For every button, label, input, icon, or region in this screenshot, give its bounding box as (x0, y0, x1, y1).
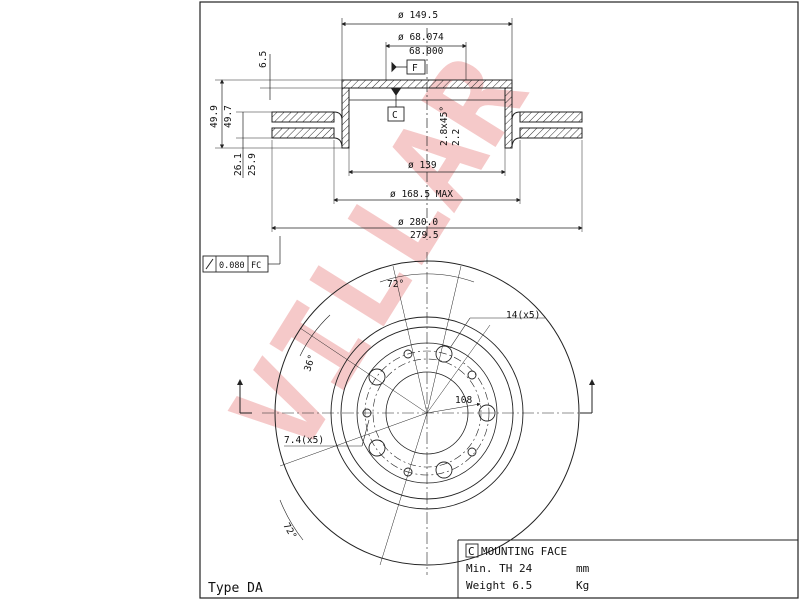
datum-c-label: C (392, 110, 398, 121)
tolerance-ref: FC (251, 261, 261, 271)
legend-min-th-unit: mm (576, 562, 590, 575)
drawing-frame (199, 1, 799, 599)
dim-height-small: 6.5 (258, 51, 269, 68)
type-label: Type DA (208, 581, 263, 596)
front-view (237, 252, 595, 575)
dim-139: ø 139 (408, 160, 437, 171)
legend-block: C MOUNTING FACE Min. TH 24 mm Weight 6.5… (457, 539, 798, 598)
angle-bottom-label: 72° (280, 521, 298, 541)
holes-small-label: 7.4(x5) (284, 435, 324, 446)
dim-hub-2: 68.000 (409, 46, 444, 57)
dim-disc-1: ø 280.0 (398, 217, 438, 228)
dim-chamfer-b: 2.2 (451, 129, 462, 146)
pcd-label: 108 (455, 395, 472, 406)
dim-thick-1: 26.1 (233, 153, 244, 176)
holes-large-label: 14(x5) (506, 310, 540, 321)
dim-height-1: 49.9 (209, 105, 220, 128)
tolerance-value: 0.080 (219, 261, 245, 271)
cross-section (215, 18, 583, 265)
angle-36-label: 36° (302, 353, 318, 373)
runout-icon (205, 258, 214, 270)
datum-f-label: F (412, 63, 418, 74)
dim-max: ø 168.5 MAX (390, 189, 453, 200)
dim-height-2: 49.7 (223, 105, 234, 128)
legend-min-th: Min. TH 24 (466, 562, 533, 575)
dim-outer-top: ø 149.5 (398, 10, 438, 21)
dim-thick-2: 25.9 (247, 153, 258, 176)
legend-mounting-face: MOUNTING FACE (481, 545, 567, 558)
legend-weight-unit: Kg (576, 579, 589, 592)
dim-hub-1: ø 68.074 (398, 32, 444, 43)
tolerance-frame: 0.080 FC (202, 255, 269, 273)
dim-disc-2: 279.5 (410, 230, 439, 241)
legend-c-symbol: C (468, 545, 475, 558)
legend-weight: Weight 6.5 (466, 579, 532, 592)
dim-chamfer: 2.8x45° (439, 106, 450, 146)
angle-top-label: 72° (387, 279, 404, 290)
